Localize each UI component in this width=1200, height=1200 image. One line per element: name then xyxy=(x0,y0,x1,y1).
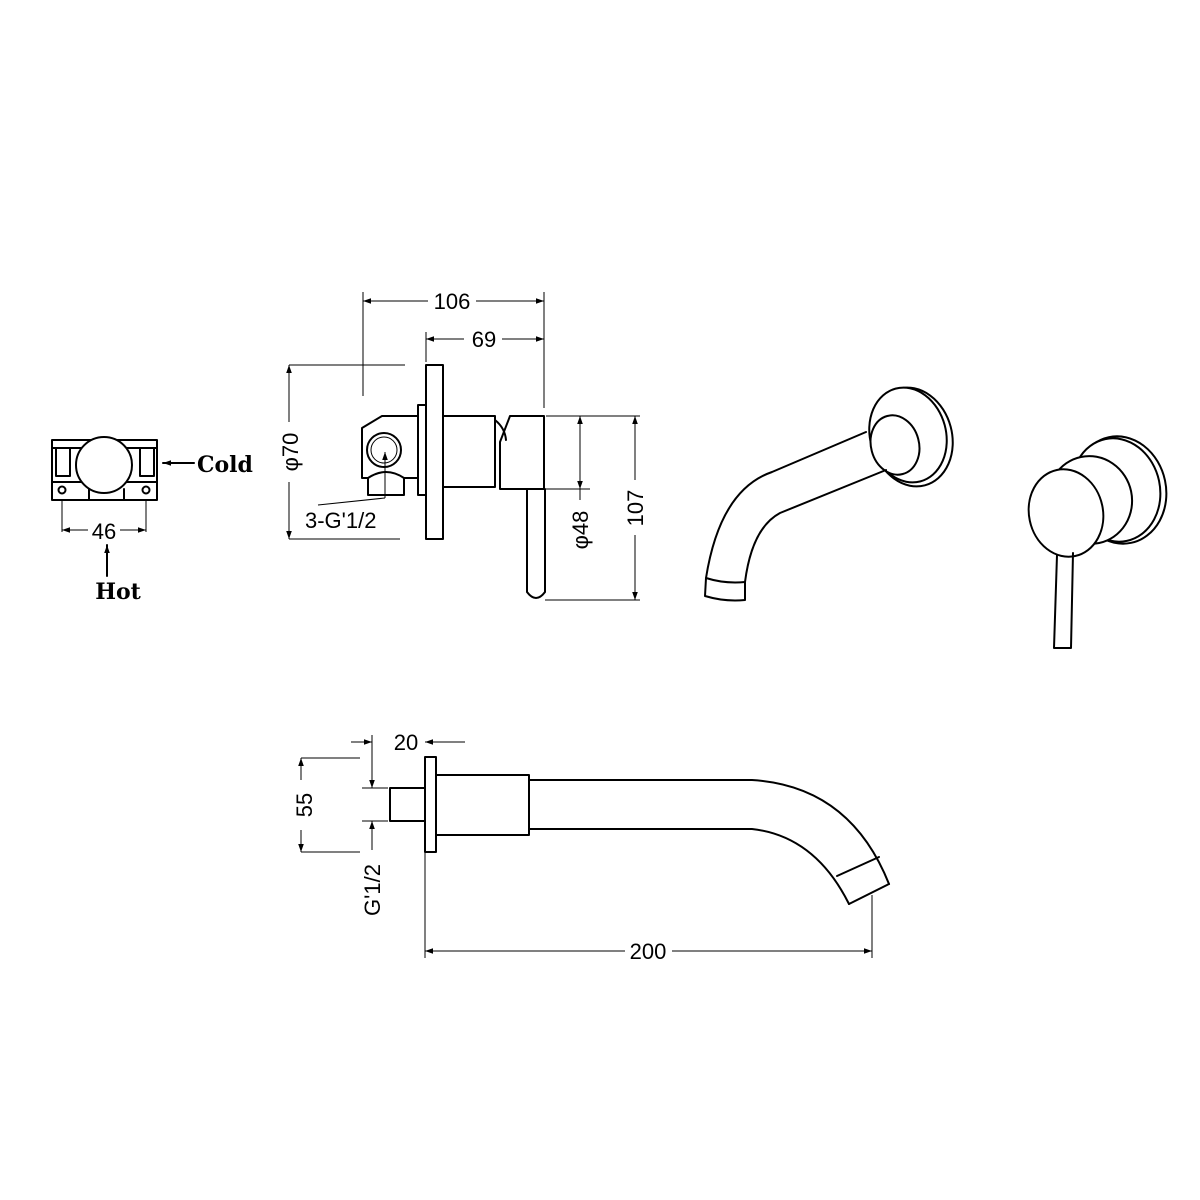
valve-connection-view: 46 Cold Hot xyxy=(51,436,253,605)
spout-body xyxy=(435,774,530,836)
mixer-side-view: 106 69 φ70 3-G'1/2 φ48 10 xyxy=(278,289,648,601)
mixer-perspective xyxy=(1027,435,1168,649)
dimension-55: 55 xyxy=(292,793,317,817)
dimension-spout-inlet-thread: G'1/2 xyxy=(360,864,385,916)
spout-inlet-pipe xyxy=(389,787,426,822)
hot-label: Hot xyxy=(95,579,141,605)
dimension-107: 107 xyxy=(623,490,648,527)
mixer-body xyxy=(442,415,496,488)
spout-wall-plate xyxy=(424,756,437,853)
mixer-knob xyxy=(1027,468,1105,558)
dimension-diameter-70: φ70 xyxy=(278,433,303,472)
lever-handle-perspective xyxy=(1053,552,1074,649)
valve-cartridge-circle xyxy=(75,436,133,494)
spout-perspective xyxy=(704,386,954,602)
spout-outer-curve xyxy=(528,779,890,885)
dimension-200: 200 xyxy=(630,939,667,964)
spout-tip xyxy=(704,577,746,602)
lever-handle xyxy=(526,488,546,599)
cold-label: Cold xyxy=(197,452,253,478)
spout-side-view: 20 55 G'1/2 200 xyxy=(292,730,890,964)
dimension-diameter-48: φ48 xyxy=(568,511,593,550)
spout-inner-curve xyxy=(528,828,850,905)
dimension-69: 69 xyxy=(472,327,496,352)
mounting-hole xyxy=(57,485,67,495)
dimension-20: 20 xyxy=(394,730,418,755)
handle-block xyxy=(499,415,545,490)
mounting-hole xyxy=(141,485,151,495)
inlet-fitting xyxy=(361,415,419,496)
dimension-inlet-thread: 3-G'1/2 xyxy=(305,508,376,533)
wall-plate xyxy=(425,364,444,540)
inlet-port xyxy=(366,432,402,468)
dimension-106: 106 xyxy=(434,289,471,314)
dimension-46: 46 xyxy=(92,519,116,544)
